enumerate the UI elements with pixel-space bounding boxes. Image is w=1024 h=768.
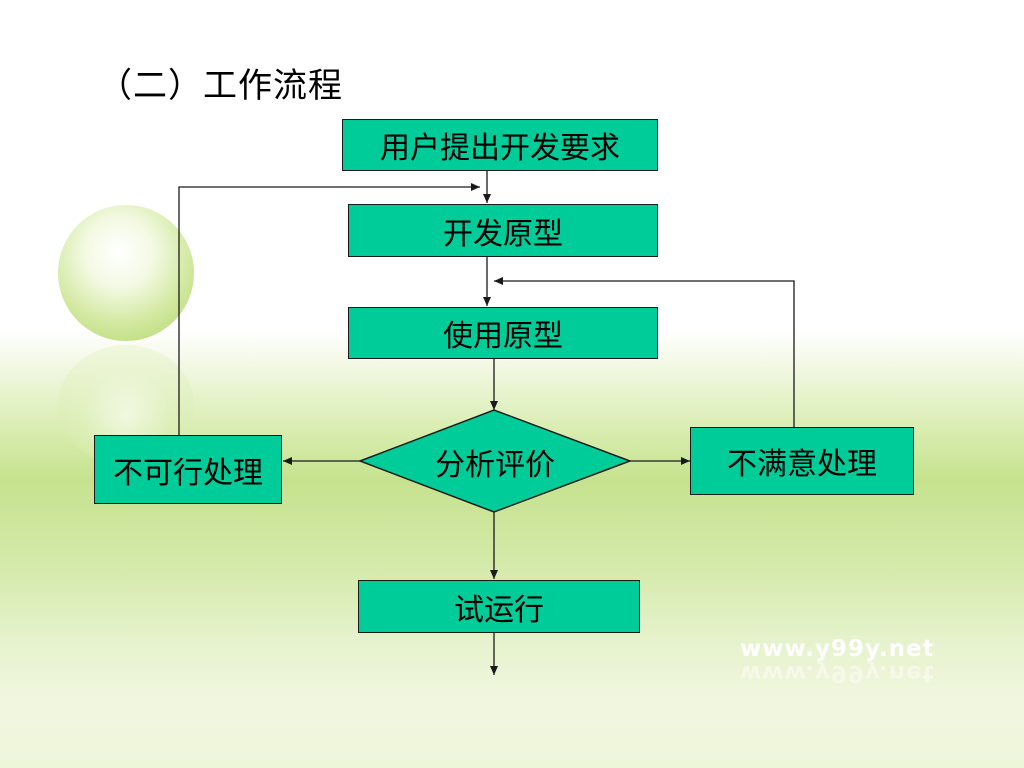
node-evaluate-label: 分析评价 [435,448,555,483]
node-unsatisfied: 不满意处理 [690,427,914,495]
watermark: www.y99y.net [740,636,935,662]
loop-unsatisfied-to-use [494,277,795,427]
node-evaluate-diamond [357,409,633,513]
node-develop-prototype: 开发原型 [348,204,658,257]
loop-infeasible-to-develop [178,183,480,435]
decorative-bubble [58,205,194,341]
slide-title: （二）工作流程 [98,66,343,106]
node-infeasible: 不可行处理 [94,435,282,504]
watermark-reflection: www.y99y.net [740,660,935,686]
node-use-prototype: 使用原型 [348,307,658,359]
node-request: 用户提出开发要求 [342,119,658,171]
node-trial-run: 试运行 [358,580,640,633]
